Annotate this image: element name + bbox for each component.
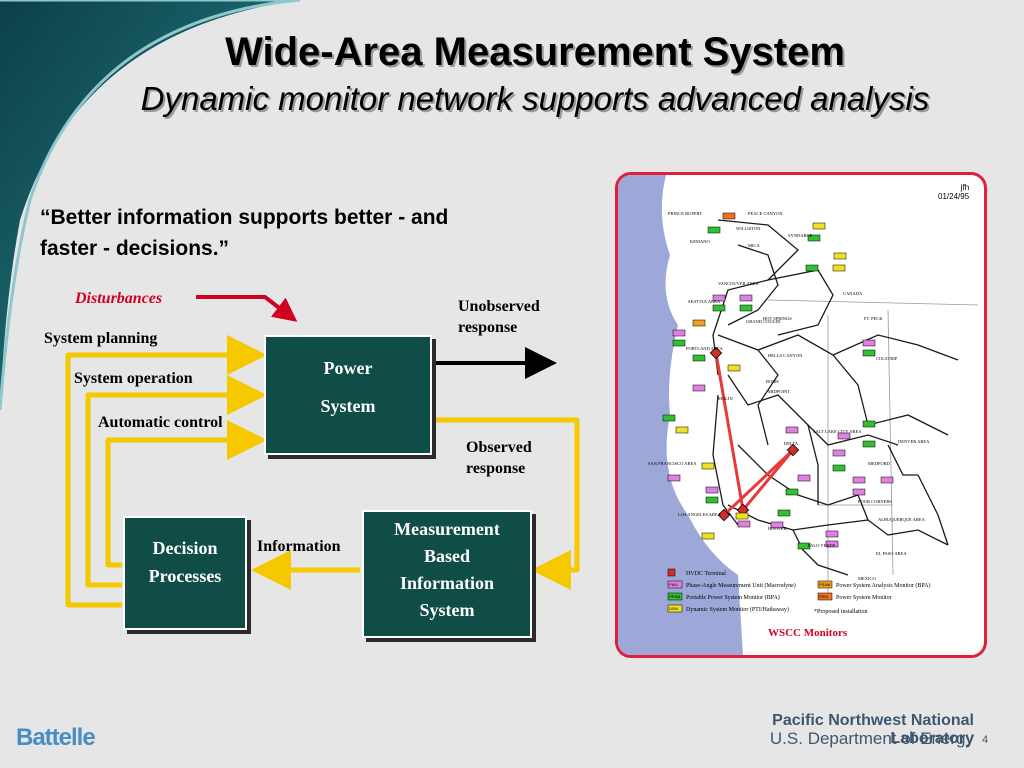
- legend-swatch: [667, 592, 683, 601]
- proposed-note: *Proposed installation: [814, 609, 868, 615]
- map-place-label: MEXICO: [858, 576, 876, 581]
- map-place-label: COLSTRIP: [876, 356, 898, 361]
- legend-label: Phase-Angle Measurement Unit (Macrodyne): [686, 582, 796, 589]
- map-place-label: SALT LAKE CITY AREA: [813, 429, 862, 434]
- map-place-label: BOISE: [766, 379, 779, 384]
- map-date: 01/24/95: [938, 192, 970, 201]
- map-place-label: HOT SPRINGS: [763, 316, 792, 321]
- lab-name: Pacific Northwest National Laboratory: [772, 712, 974, 747]
- department-name: U.S. Department of Energy: [769, 729, 974, 748]
- map-place-label: CANADA: [843, 291, 863, 296]
- map-place-label: DENVER AREA: [898, 439, 930, 444]
- measure-box-line-4: System: [419, 600, 475, 620]
- map-author: jfh: [960, 183, 970, 192]
- decision-processes-box: Decision Processes: [123, 516, 247, 630]
- measure-box-line-1: Measurement: [394, 519, 500, 539]
- legend-swatch: [667, 604, 683, 613]
- decision-box-line-1: Decision: [152, 538, 218, 558]
- legend-swatch: [667, 580, 683, 589]
- map-place-label: DELTA: [784, 441, 799, 446]
- map-place-label: LOS ANGELES AREA: [678, 512, 722, 517]
- map-place-label: EL PASO AREA: [876, 551, 907, 556]
- map-place-label: HOOVER: [768, 526, 787, 531]
- legend-code: PSM: [819, 594, 828, 599]
- map-place-label: MICA: [748, 243, 761, 248]
- arrow-disturbance: [196, 295, 298, 322]
- map-place-label: MALIN: [718, 396, 733, 401]
- decision-box-line-2: Processes: [148, 566, 222, 586]
- power-box-line-2: System: [320, 396, 376, 416]
- legend-label: Power System Monitor: [836, 595, 892, 601]
- map-place-label: SAN FRANCISCO AREA: [648, 461, 697, 466]
- map-place-label: ALBUQUERQUE AREA: [878, 517, 926, 522]
- diagram-connectors: [65, 295, 580, 608]
- legend-code: PSAM: [819, 582, 830, 587]
- page-number: 4: [982, 734, 989, 746]
- map-place-label: FOUR CORNERS: [858, 499, 892, 504]
- loop-observed: [434, 417, 580, 590]
- legend-label: Power System Analysis Monitor (BPA): [836, 582, 930, 589]
- system-planning-label: System planning: [44, 330, 158, 347]
- map-place-label: VANCOUVER AREA: [718, 281, 760, 286]
- unobserved-response-label: Unobserved response: [458, 298, 540, 336]
- corner-swoosh: [0, 0, 301, 411]
- map-place-label: PALO VERDE: [808, 543, 836, 548]
- legend-label: HVDC Terminal: [686, 571, 726, 577]
- automatic-control-label: Automatic control: [98, 414, 223, 431]
- map-place-label: SYNDARCE: [788, 233, 813, 238]
- legend-swatch: [817, 580, 833, 589]
- measure-box-line-3: Information: [400, 573, 494, 593]
- system-operation-label: System operation: [74, 370, 193, 387]
- wscc-map-panel: PRINCE RUPERT PEACE CANYON WILLISTON KEMANO…: [615, 172, 987, 658]
- map-legend-swatches: PMU PPSM DSM PSAM PSM: [667, 568, 833, 613]
- measurement-system-box: Measurement Based Information System: [362, 510, 532, 638]
- map-place-label: WILLISTON: [736, 226, 761, 231]
- map-place-labels: PRINCE RUPERT PEACE CANYON WILLISTON KEMANO…: [648, 211, 930, 581]
- information-label: Information: [257, 538, 341, 555]
- map-caption: WSCC Monitors: [768, 627, 848, 639]
- map-place-label: GRAND COULEE: [746, 319, 781, 324]
- legend-label: Portable Power System Monitor (BPA): [686, 594, 780, 601]
- legend-swatch: [817, 592, 833, 601]
- loop-operation: [85, 375, 267, 588]
- map-place-label: PEACE CANYON: [748, 211, 783, 216]
- loop-control: [105, 420, 267, 568]
- wscc-map: PRINCE RUPERT PEACE CANYON WILLISTON KEMANO…: [618, 175, 979, 655]
- monitor-markers: [662, 212, 894, 550]
- map-place-label: HELLS CANYON: [768, 353, 803, 358]
- legend-code: DSM: [669, 606, 678, 611]
- legend-code: PPSM: [669, 594, 680, 599]
- legend-label: Dynamic System Monitor (PTI/Hathaway): [686, 606, 789, 613]
- quote-text: “Better information supports better - an…: [40, 206, 449, 260]
- slide-subtitle: Dynamic monitor network supports advance…: [140, 80, 930, 117]
- map-place-label: KEMANO: [690, 239, 710, 244]
- power-box-line-1: Power: [323, 358, 373, 378]
- legend-code: PMU: [669, 582, 678, 587]
- measure-box-line-2: Based: [423, 546, 470, 566]
- map-place-label: SEATTLE AREA: [688, 299, 721, 304]
- legend-swatch: [667, 568, 676, 577]
- map-place-label: MEDFORD: [868, 461, 891, 466]
- disturbances-label: Disturbances: [75, 290, 163, 307]
- loop-planning: [65, 335, 267, 608]
- slide-title: Wide-Area Measurement System: [225, 30, 845, 74]
- map-place-label: PORTLAND AREA: [686, 346, 724, 351]
- observed-response-label: Observed response: [466, 439, 532, 477]
- map-place-label: FT. PECK: [864, 316, 883, 321]
- power-system-box: Power System: [264, 335, 432, 455]
- map-place-label: MIDPOINT: [768, 389, 790, 394]
- map-place-label: PRINCE RUPERT: [668, 211, 702, 216]
- battelle-logo: Battelle: [16, 724, 96, 751]
